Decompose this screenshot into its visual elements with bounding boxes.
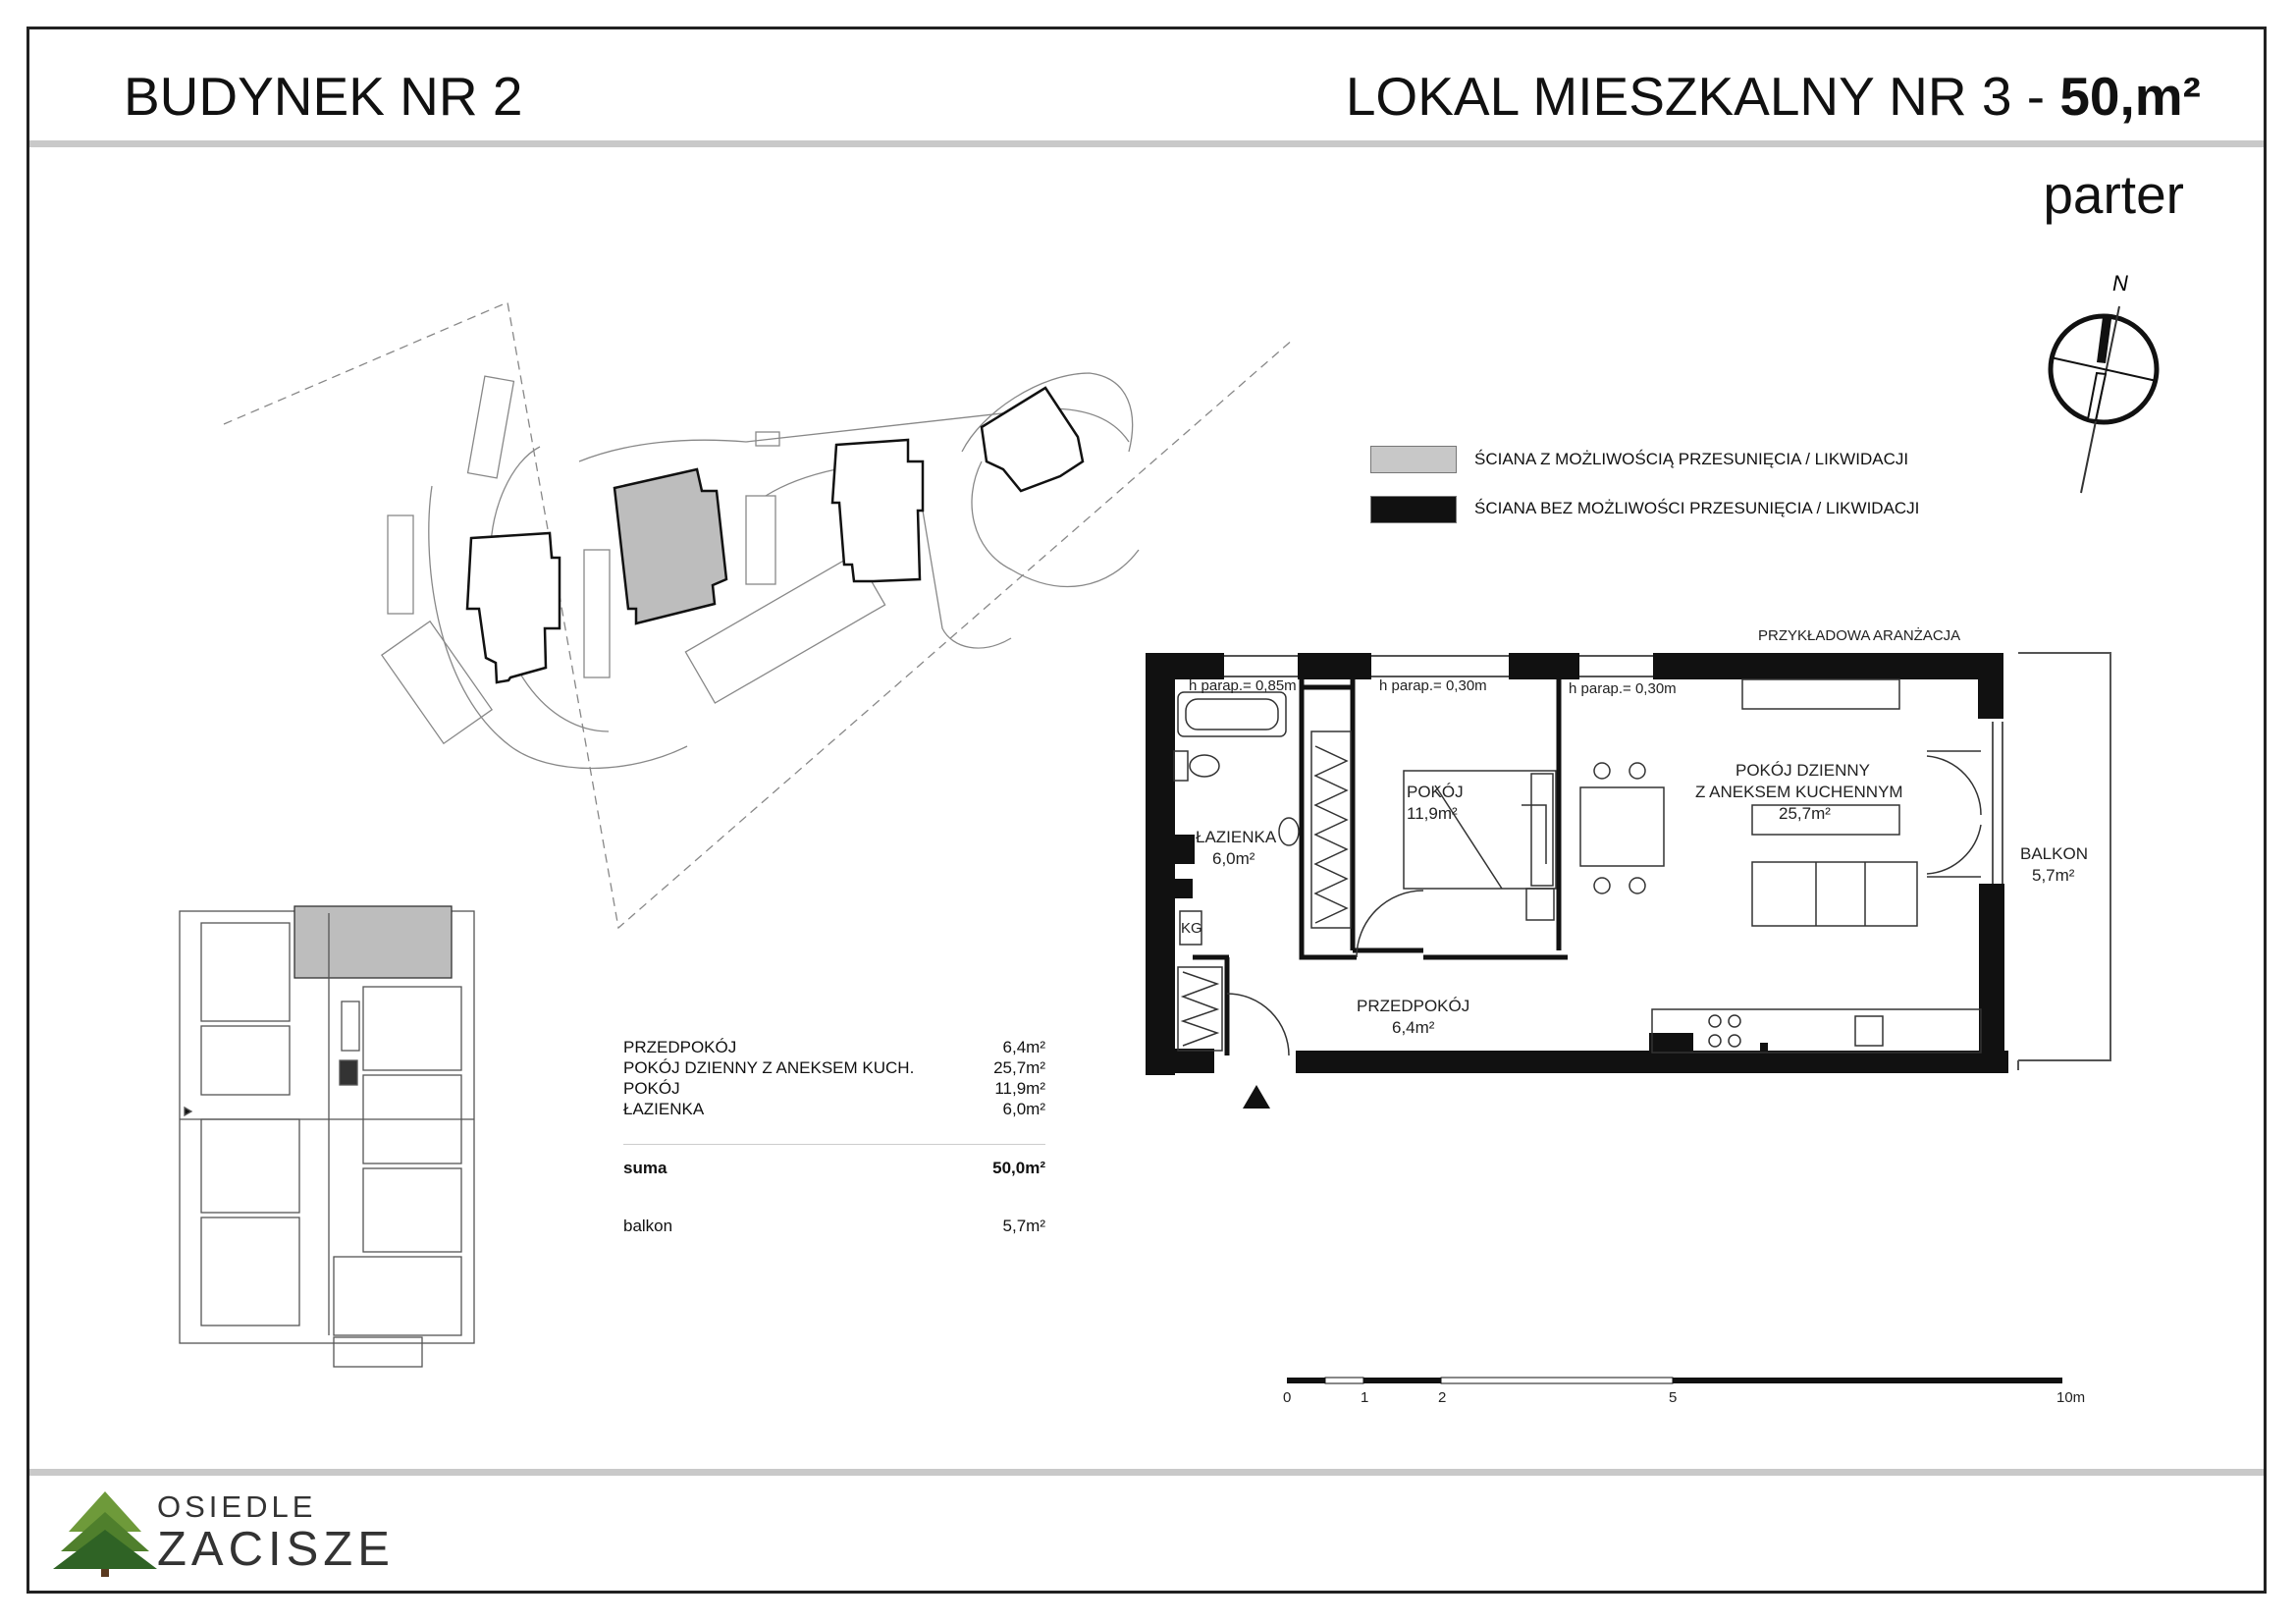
compass-label: N [2112, 271, 2128, 296]
balcony-name: BALKON [2020, 844, 2088, 863]
header-divider [29, 140, 2264, 147]
area-divider [623, 1144, 1045, 1145]
arrangement-label: PRZYKŁADOWA ARANŻACJA [1758, 626, 1960, 644]
area-row: POKÓJ DZIENNY Z ANEKSEM KUCH. 25,7m² [623, 1058, 1045, 1079]
scale-tick-0: 0 [1283, 1389, 1291, 1406]
logo-line1: OSIEDLE [157, 1489, 317, 1524]
bathroom-area: 6,0m² [1212, 849, 1255, 868]
area-row: POKÓJ 11,9m² [623, 1079, 1045, 1100]
site-plan [223, 301, 1295, 930]
area-balcony-row: balkon 5,7m² [623, 1217, 1045, 1237]
hall-area: 6,4m² [1392, 1018, 1435, 1037]
unit-title-prefix: LOKAL MIESZKALNY NR 3 - [1345, 66, 2060, 127]
area-sum-row: suma 50,0m² [623, 1159, 1045, 1179]
building-title: BUDYNEK NR 2 [124, 66, 523, 127]
area-row-name: POKÓJ [623, 1079, 680, 1098]
scale-tick-10: 10m [2056, 1389, 2085, 1406]
key-plan [179, 905, 475, 1368]
entrance-arrow-icon [1243, 1085, 1270, 1109]
area-balcony-value: 5,7m² [1002, 1217, 1045, 1235]
parapet-1: h parap.= 0,85m [1189, 677, 1297, 694]
living-name-line2: Z ANEKSEM KUCHENNYM [1695, 783, 1903, 801]
area-row-name: PRZEDPOKÓJ [623, 1038, 737, 1056]
room-area: 11,9m² [1407, 804, 1458, 823]
area-sum-label: suma [623, 1159, 667, 1177]
area-sum-value: 50,0m² [992, 1159, 1045, 1177]
bathroom-name: ŁAZIENKA [1196, 828, 1277, 846]
area-row-name: ŁAZIENKA [623, 1100, 705, 1118]
site-buildings [465, 386, 1085, 684]
balcony-area: 5,7m² [2032, 866, 2075, 885]
scale-tick-5: 5 [1669, 1389, 1677, 1406]
area-row: ŁAZIENKA 6,0m² [623, 1100, 1045, 1120]
compass-icon: N [2048, 271, 2160, 494]
area-balcony-label: balkon [623, 1217, 673, 1235]
living-name-line1: POKÓJ DZIENNY [1735, 761, 1870, 780]
page-frame [27, 27, 2267, 1594]
floor-plan: PRZYKŁADOWA ARANŻACJA h parap.= 0,85m h … [1146, 626, 2111, 1109]
legend-label-fixed: ŚCIANA BEZ MOŻLIWOŚCI PRZESUNIĘCIA / LIK… [1474, 499, 1920, 517]
room-name: POKÓJ [1407, 783, 1464, 801]
kg-label: KG [1181, 920, 1202, 937]
legend-label-movable: ŚCIANA Z MOŻLIWOŚCIĄ PRZESUNIĘCIA / LIKW… [1474, 450, 1909, 468]
area-row: PRZEDPOKÓJ 6,4m² [623, 1038, 1045, 1058]
parapet-3: h parap.= 0,30m [1569, 680, 1677, 697]
hall-name: PRZEDPOKÓJ [1357, 997, 1469, 1015]
area-table: PRZEDPOKÓJ 6,4m² POKÓJ DZIENNY Z ANEKSEM … [623, 1038, 1045, 1237]
floor-label: parter [2043, 164, 2184, 225]
footer-divider [29, 1469, 2264, 1476]
scale-tick-2: 2 [1438, 1389, 1446, 1406]
parapet-2: h parap.= 0,30m [1379, 677, 1487, 694]
scale-tick-1: 1 [1361, 1389, 1368, 1406]
logo-line2: ZACISZE [157, 1523, 395, 1576]
area-row-value: 6,0m² [1002, 1100, 1045, 1118]
area-row-name: POKÓJ DZIENNY Z ANEKSEM KUCH. [623, 1058, 915, 1077]
area-row-value: 6,4m² [1002, 1038, 1045, 1056]
area-row-value: 11,9m² [994, 1079, 1045, 1098]
area-row-value: 25,7m² [993, 1058, 1045, 1077]
unit-area: 50,m² [2059, 66, 2201, 127]
scale-bar: 0 1 2 5 10m [1283, 1377, 2085, 1406]
living-area: 25,7m² [1779, 804, 1831, 823]
unit-title: LOKAL MIESZKALNY NR 3 - 50,m² [1346, 65, 2201, 128]
